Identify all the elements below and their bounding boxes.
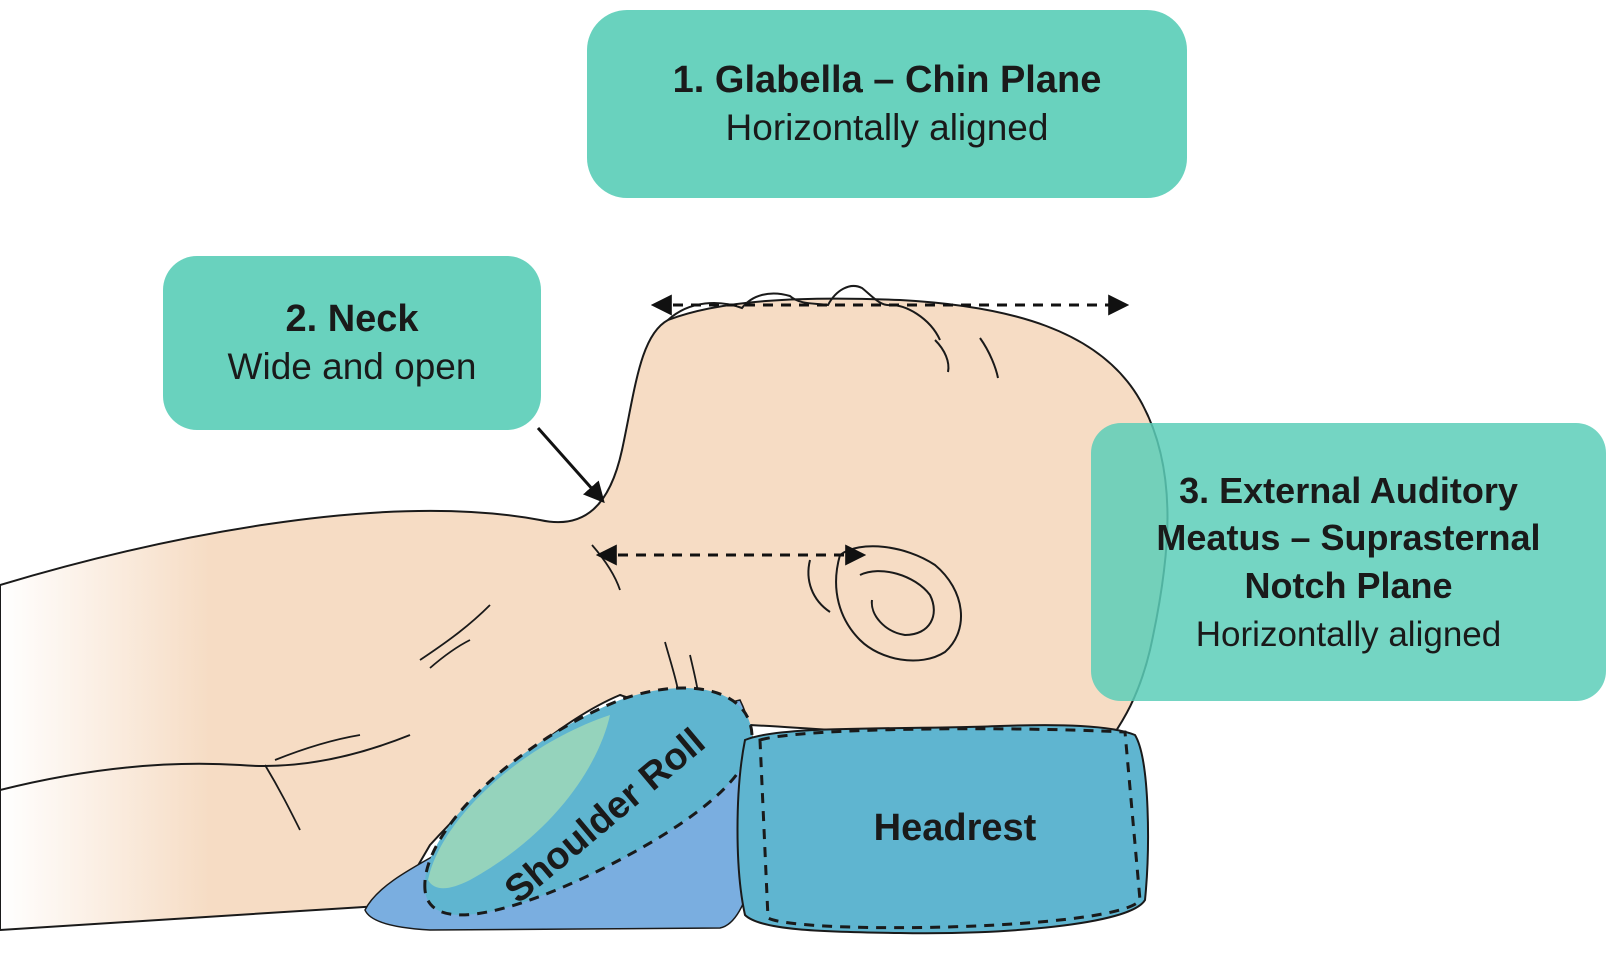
callout-title: 1. Glabella – Chin Plane [673,57,1102,105]
callout-title: 2. Neck [285,296,418,344]
callout-glabella-chin-plane: 1. Glabella – Chin Plane Horizontally al… [587,10,1187,198]
callout-title-line: Meatus – Suprasternal [1156,514,1540,562]
callout-description: Wide and open [228,344,477,390]
callout-neck: 2. Neck Wide and open [163,256,541,430]
callout-description: Horizontally aligned [726,105,1049,151]
headrest-label: Headrest [874,807,1037,849]
neck-pointer-arrow [538,428,602,500]
callout-description: Horizontally aligned [1196,613,1501,657]
callout-title-line: Notch Plane [1244,562,1452,610]
callout-meatus-notch-plane: 3. External Auditory Meatus – Suprastern… [1091,423,1606,701]
callout-title-line: 3. External Auditory [1179,467,1518,515]
